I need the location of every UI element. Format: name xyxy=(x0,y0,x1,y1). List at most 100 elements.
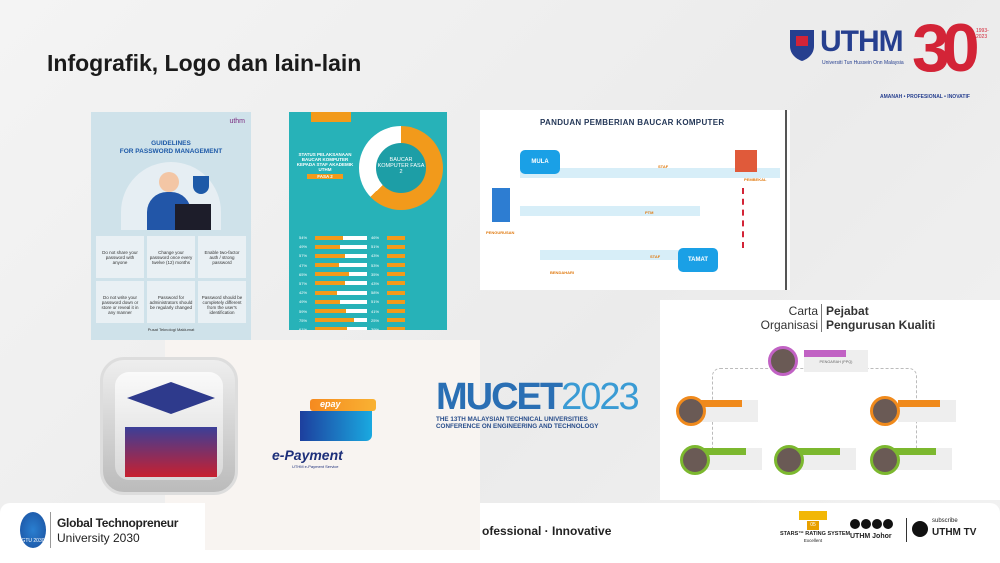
bar-right-value: 53% xyxy=(371,262,380,268)
academic-app-icon xyxy=(100,357,238,495)
bar-fill xyxy=(315,235,344,240)
poster-brand: uthm xyxy=(229,118,245,125)
bar-tag xyxy=(387,299,405,304)
org-card xyxy=(700,400,758,422)
poster-title: GUIDELINES xyxy=(151,140,191,147)
bar-track xyxy=(315,327,367,330)
bar-track xyxy=(315,299,367,304)
bar-tag xyxy=(387,253,405,258)
logo-anniversary: 30 xyxy=(912,10,980,86)
shield-icon xyxy=(193,176,209,194)
twitter-icon[interactable] xyxy=(872,519,882,529)
epay-subtitle: UTHM e-Payment Service xyxy=(292,464,339,469)
flow-end: TAMAT xyxy=(678,248,718,272)
gtu-badge: GTU 2030 xyxy=(20,512,46,548)
org-head-role: PENGARAH (PPQ) xyxy=(819,360,853,364)
org-title-left-1: Carta xyxy=(788,304,818,318)
org-card xyxy=(894,448,952,470)
uthm-crest-icon xyxy=(790,30,814,61)
bar-right-value: 51% xyxy=(371,244,380,250)
bar-left-value: 61% xyxy=(299,326,308,330)
instagram-icon[interactable] xyxy=(861,519,871,529)
stars-grade: Excellent xyxy=(803,538,823,543)
bar-tag xyxy=(387,327,405,330)
tip-card: Change your password once every twelve (… xyxy=(147,236,195,278)
bar-row: 42%58% xyxy=(299,289,439,296)
bar-row: 49% 51% xyxy=(299,243,439,250)
flow-node: PTM xyxy=(645,210,654,215)
stars-rating: 05 xyxy=(807,521,819,530)
linkedin-icon[interactable] xyxy=(883,519,893,529)
tip-card: Do not share your password with anyone xyxy=(96,236,144,278)
bar-row: 75%25% xyxy=(299,317,439,324)
bar-row: 54%46% xyxy=(299,234,439,241)
bar-fill xyxy=(315,318,354,323)
bar-row: 57%43% xyxy=(299,252,439,259)
bar-track xyxy=(315,272,367,277)
bar-left-value: 65% xyxy=(299,271,308,277)
gtu-line2: University 2030 xyxy=(57,531,140,545)
bar-fill xyxy=(315,327,347,330)
bar-track xyxy=(315,235,367,240)
bar-fill xyxy=(315,309,346,313)
youtube-icon[interactable] xyxy=(912,521,928,537)
bar-right-value: 41% xyxy=(371,308,380,314)
mucet-2023-logo: MUCET2023 THE 13TH MALAYSIAN TECHNICAL U… xyxy=(436,378,641,430)
uthm-30-logo: UTHM Universiti Tun Hussein Onn Malaysia… xyxy=(780,10,995,104)
bar-left-value: 42% xyxy=(299,290,308,296)
flow-title: PANDUAN PEMBERIAN BAUCAR KOMPUTER xyxy=(540,118,725,127)
voucher-status-infographic: STATUS PELAKSANAAN BAUCAR KOMPUTER KEPAD… xyxy=(289,112,447,330)
bar-row: 47% 53% xyxy=(299,262,439,269)
footer-bar xyxy=(0,503,1000,563)
mucet-year: 2023 xyxy=(561,376,640,418)
bar-row: 65% 35% xyxy=(299,271,439,278)
org-title-right-2: Pengurusan Kualiti xyxy=(826,318,936,332)
bar-list: 54%46%49%51%57%43%47%53%65%35%57%43%42%5… xyxy=(299,234,439,330)
avatar xyxy=(676,396,706,426)
facebook-icon[interactable] xyxy=(850,519,860,529)
flow-node: STAF xyxy=(658,164,669,169)
bar-row: 61% 39% xyxy=(299,326,439,330)
bar-right-value: 25% xyxy=(371,317,380,323)
flow-node: PEMBEKAL xyxy=(744,177,767,182)
bar-left-value: 59% xyxy=(299,308,308,314)
bar-track xyxy=(315,281,367,286)
footer-panel xyxy=(205,503,480,550)
bar-tag xyxy=(387,309,405,313)
channel-name[interactable]: UTHM TV xyxy=(932,527,977,538)
voucher-flow-diagram: PANDUAN PEMBERIAN BAUCAR KOMPUTER MULA T… xyxy=(480,110,790,290)
org-card xyxy=(704,448,762,470)
bar-tag xyxy=(387,281,405,286)
bar-right-value: 39% xyxy=(371,326,380,330)
phase-tag: FASA 2 xyxy=(307,174,343,179)
logo-motto: AMANAH • PROFESIONAL • INOVATIF xyxy=(880,94,970,100)
avatar xyxy=(870,396,900,426)
footer-motto: ofessional · Innovative xyxy=(482,524,612,538)
bar-fill xyxy=(315,281,345,286)
bar-tag xyxy=(387,290,405,295)
avatar xyxy=(774,445,804,475)
bar-left-value: 47% xyxy=(299,262,308,268)
building-icon xyxy=(492,188,510,222)
bar-right-value: 51% xyxy=(371,299,380,305)
bar-left-value: 49% xyxy=(299,244,308,250)
logo-years: 1993-2023 xyxy=(976,28,989,40)
bar-fill xyxy=(315,272,349,277)
bar-fill xyxy=(315,263,340,268)
donut-label: BAUCAR KOMPUTER FASA 2 xyxy=(376,143,426,193)
bar-right-value: 35% xyxy=(371,271,380,277)
flow-node: STAF xyxy=(650,254,661,259)
bar-track xyxy=(315,318,367,323)
avatar xyxy=(768,346,798,376)
bar-left-value: 57% xyxy=(299,280,308,286)
bar-tag xyxy=(387,244,405,249)
bar-track xyxy=(315,290,367,295)
shop-icon xyxy=(735,150,757,172)
bar-left-value: 49% xyxy=(299,299,308,305)
stars-icon xyxy=(799,511,827,520)
donut-chart: BAUCAR KOMPUTER FASA 2 xyxy=(359,126,443,210)
social-links: UTHM Johor xyxy=(850,519,894,540)
bar-fill xyxy=(315,244,341,249)
